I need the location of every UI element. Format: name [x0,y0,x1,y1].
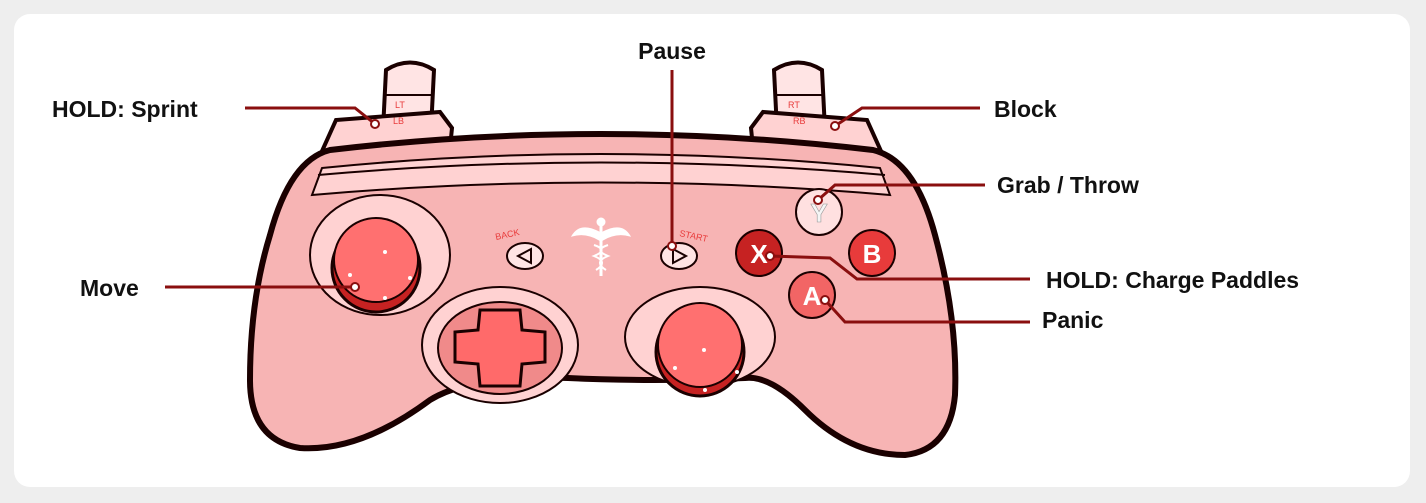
label-block: Block [994,96,1057,122]
leader-grab [817,183,985,202]
leader-charge [769,254,1030,281]
label-pause: Pause [638,38,706,64]
rb-label: RB [793,116,806,126]
x-button-label: X [750,239,768,269]
a-button: A [788,271,836,319]
label-charge-paddles: HOLD: Charge Paddles [1046,267,1299,293]
left-stick [309,194,451,316]
d-pad [421,286,579,404]
right-stick [624,286,776,398]
label-grab-throw: Grab / Throw [997,172,1139,198]
label-move: Move [80,275,139,301]
label-panic: Panic [1042,307,1104,333]
caduceus-icon [570,217,632,276]
rt-label: RT [788,100,800,110]
label-sprint: HOLD: Sprint [52,96,198,122]
lt-label: LT [395,100,405,110]
leader-sprint [245,106,376,126]
leader-panic [823,298,1030,324]
lb-label: LB [393,116,404,126]
leader-lines [165,70,1030,324]
y-button-label: Y [810,198,827,228]
a-button-label: A [803,281,822,311]
back-label: BACK [494,227,520,242]
y-button: Y [795,188,843,236]
x-button: X [735,229,783,277]
b-button-label: B [863,239,882,269]
leader-block [834,106,980,128]
b-button: B [848,229,896,277]
leader-dots [350,119,840,305]
start-button [660,242,698,270]
back-button [506,242,544,270]
